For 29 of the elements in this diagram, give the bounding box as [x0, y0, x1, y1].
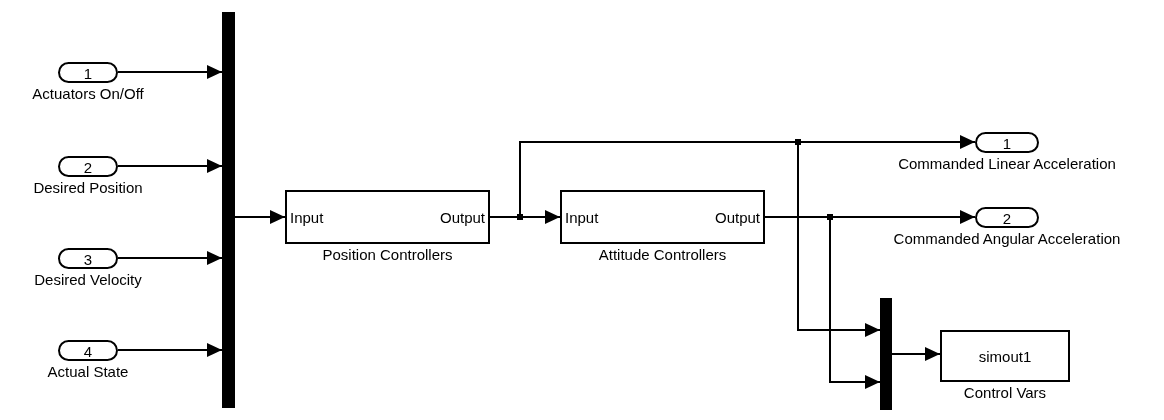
signal-arrow [891, 347, 941, 361]
port-label: Output [439, 209, 485, 225]
port-number: 1 [1002, 135, 1012, 150]
block-name: Actuators On/Off [32, 86, 144, 101]
signal-arrow [234, 210, 286, 224]
block-label: simout1 [978, 348, 1032, 364]
block-name: Desired Velocity [34, 272, 142, 287]
block-name: Desired Position [33, 180, 143, 195]
block-name: Actual State [47, 364, 129, 379]
signal-arrow [117, 343, 223, 357]
mux-bar [222, 12, 235, 408]
port-label: Input [565, 209, 599, 225]
port-number: 2 [83, 159, 93, 174]
port-number: 2 [1002, 210, 1012, 225]
block-name: Commanded Linear Acceleration [898, 156, 1116, 171]
block-name: Attitude Controllers [598, 247, 727, 262]
signal-arrow [117, 251, 223, 265]
signal-arrow [764, 216, 881, 389]
port-number: 4 [83, 343, 93, 358]
port-label: Output [714, 209, 760, 225]
port-number: 1 [83, 65, 93, 80]
mux-bar [880, 298, 892, 410]
signal-arrow [117, 65, 223, 79]
block-name: Position Controllers [322, 247, 453, 262]
block-name: Control Vars [963, 385, 1047, 400]
signal-arrow [117, 159, 223, 173]
port-label: Input [290, 209, 324, 225]
block-name: Commanded Angular Acceleration [893, 231, 1121, 246]
port-number: 3 [83, 251, 93, 266]
